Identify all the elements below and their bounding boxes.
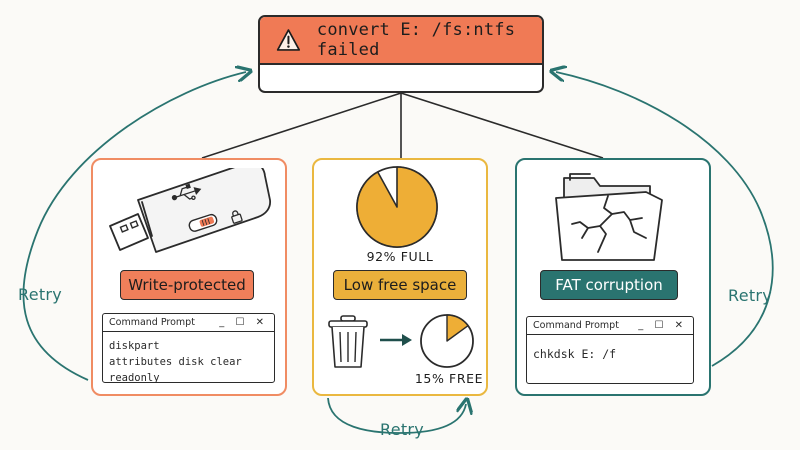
command-line: chkdsk E: /f [533,347,617,361]
command-prompt-body: chkdsk E: /f [527,335,693,368]
pie-free-icon [420,314,474,368]
usage-full-label: 92% FULL [366,249,434,264]
retry-label-left: Retry [18,285,63,304]
error-title: convert E: /fs:ntfs failed [316,20,516,60]
cracked-folder-icon [555,173,663,261]
connector-left [201,92,402,159]
command-prompt-title: Command Prompt [109,317,195,328]
command-prompt-window: Command Prompt _ ☐ ✕ chkdsk E: /f [526,316,694,384]
command-prompt-titlebar: Command Prompt _ ☐ ✕ [103,314,274,332]
window-controls[interactable]: _ ☐ ✕ [638,320,687,331]
command-prompt-window: Command Prompt _ ☐ ✕ diskpart attributes… [102,313,275,384]
trash-can-icon [328,315,368,368]
usage-free-label: 15% FREE [414,371,484,386]
cause-label-fat-corruption: FAT corruption [540,270,678,300]
pie-chart-icon [356,166,438,248]
cause-label-write-protected: Write-protected [120,270,254,300]
retry-arrow-bottom [327,398,466,434]
command-line: diskpart [109,340,160,352]
connector-right [400,92,604,159]
retry-arrow-right [556,72,774,367]
pie-used-slice [356,166,438,248]
command-prompt-titlebar: Command Prompt _ ☐ ✕ [527,317,693,335]
retry-label-right: Retry [728,286,773,305]
error-header: convert E: /fs:ntfs failed [260,17,542,65]
error-box: convert E: /fs:ntfs failed [258,15,544,93]
pie-free-slice [446,314,469,342]
retry-label-bottom: Retry [380,420,425,439]
command-line: attributes disk clear readonly [109,356,242,384]
arrow-right-icon [380,334,412,346]
command-prompt-title: Command Prompt [533,320,619,331]
command-prompt-body: diskpart attributes disk clear readonly [103,332,274,392]
cause-label-low-free-space: Low free space [333,270,467,300]
window-controls[interactable]: _ ☐ ✕ [219,317,268,328]
warning-icon [276,29,301,51]
usb-drive-icon [109,168,271,253]
retry-arrow-left [22,72,246,381]
